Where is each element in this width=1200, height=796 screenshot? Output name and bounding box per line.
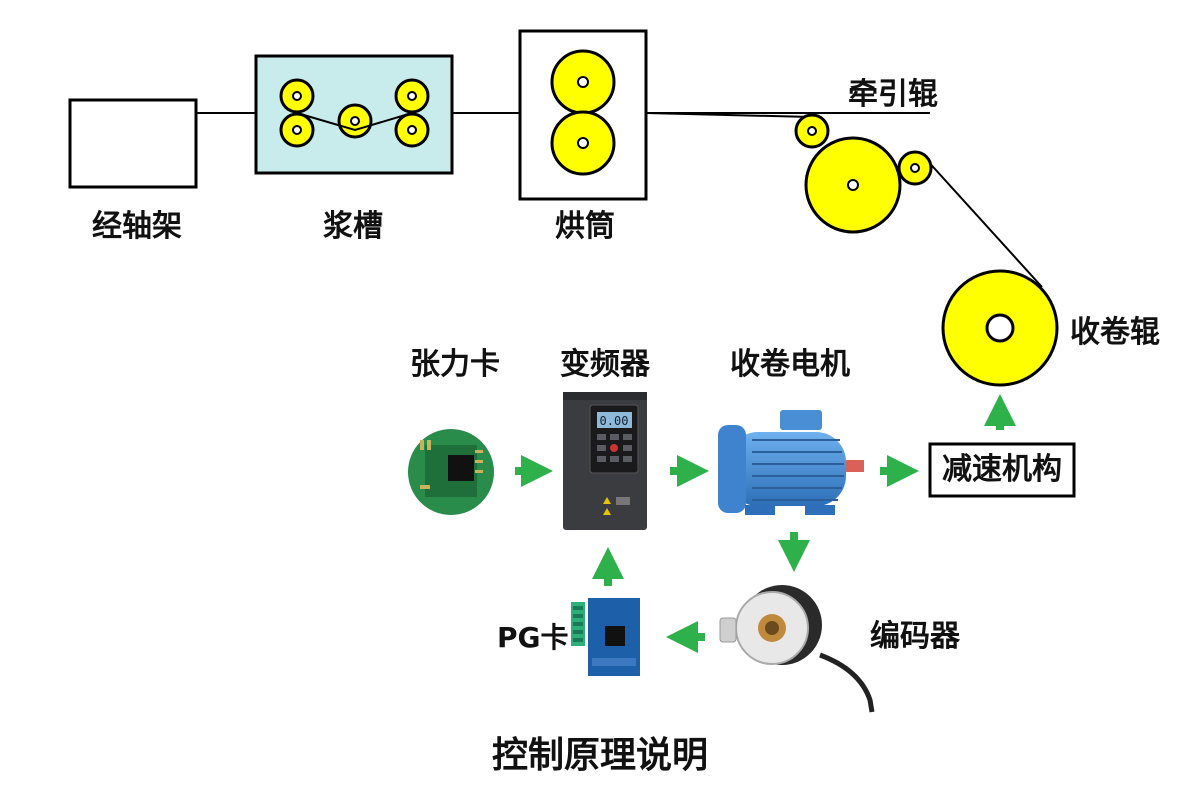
size-tank-label: 浆槽 [323,209,383,244]
tension-card-image [408,429,494,515]
encoder-label: 编码器 [870,619,960,654]
reducer-label: 减速机构 [942,452,1062,487]
diagram-title: 控制原理说明 [491,735,708,776]
winding-motor-image [718,410,864,515]
pg-card-image [571,598,640,676]
yarn-path-winding [924,157,1043,288]
tension-card-label: 张力卡 [410,347,500,382]
reducer-box [928,442,1076,498]
drying-cylinder-label: 烘筒 [555,209,615,244]
flow-arrows [515,394,1016,653]
winding-roller-label: 收卷辊 [1070,315,1160,350]
pg-card-label: PG卡 [497,621,569,654]
inverter-image [563,392,647,530]
traction-roller-label: 牵引辊 [848,77,938,112]
warp-beam-frame-label: 经轴架 [92,209,182,244]
warp-beam-frame-box [68,98,198,189]
inverter-label: 变频器 [560,347,650,382]
yarn-path-to-traction [812,113,930,120]
encoder-image [719,585,875,713]
winding-motor-label: 收卷电机 [730,347,850,382]
inverter-display-readout: 0.00 [600,414,629,428]
